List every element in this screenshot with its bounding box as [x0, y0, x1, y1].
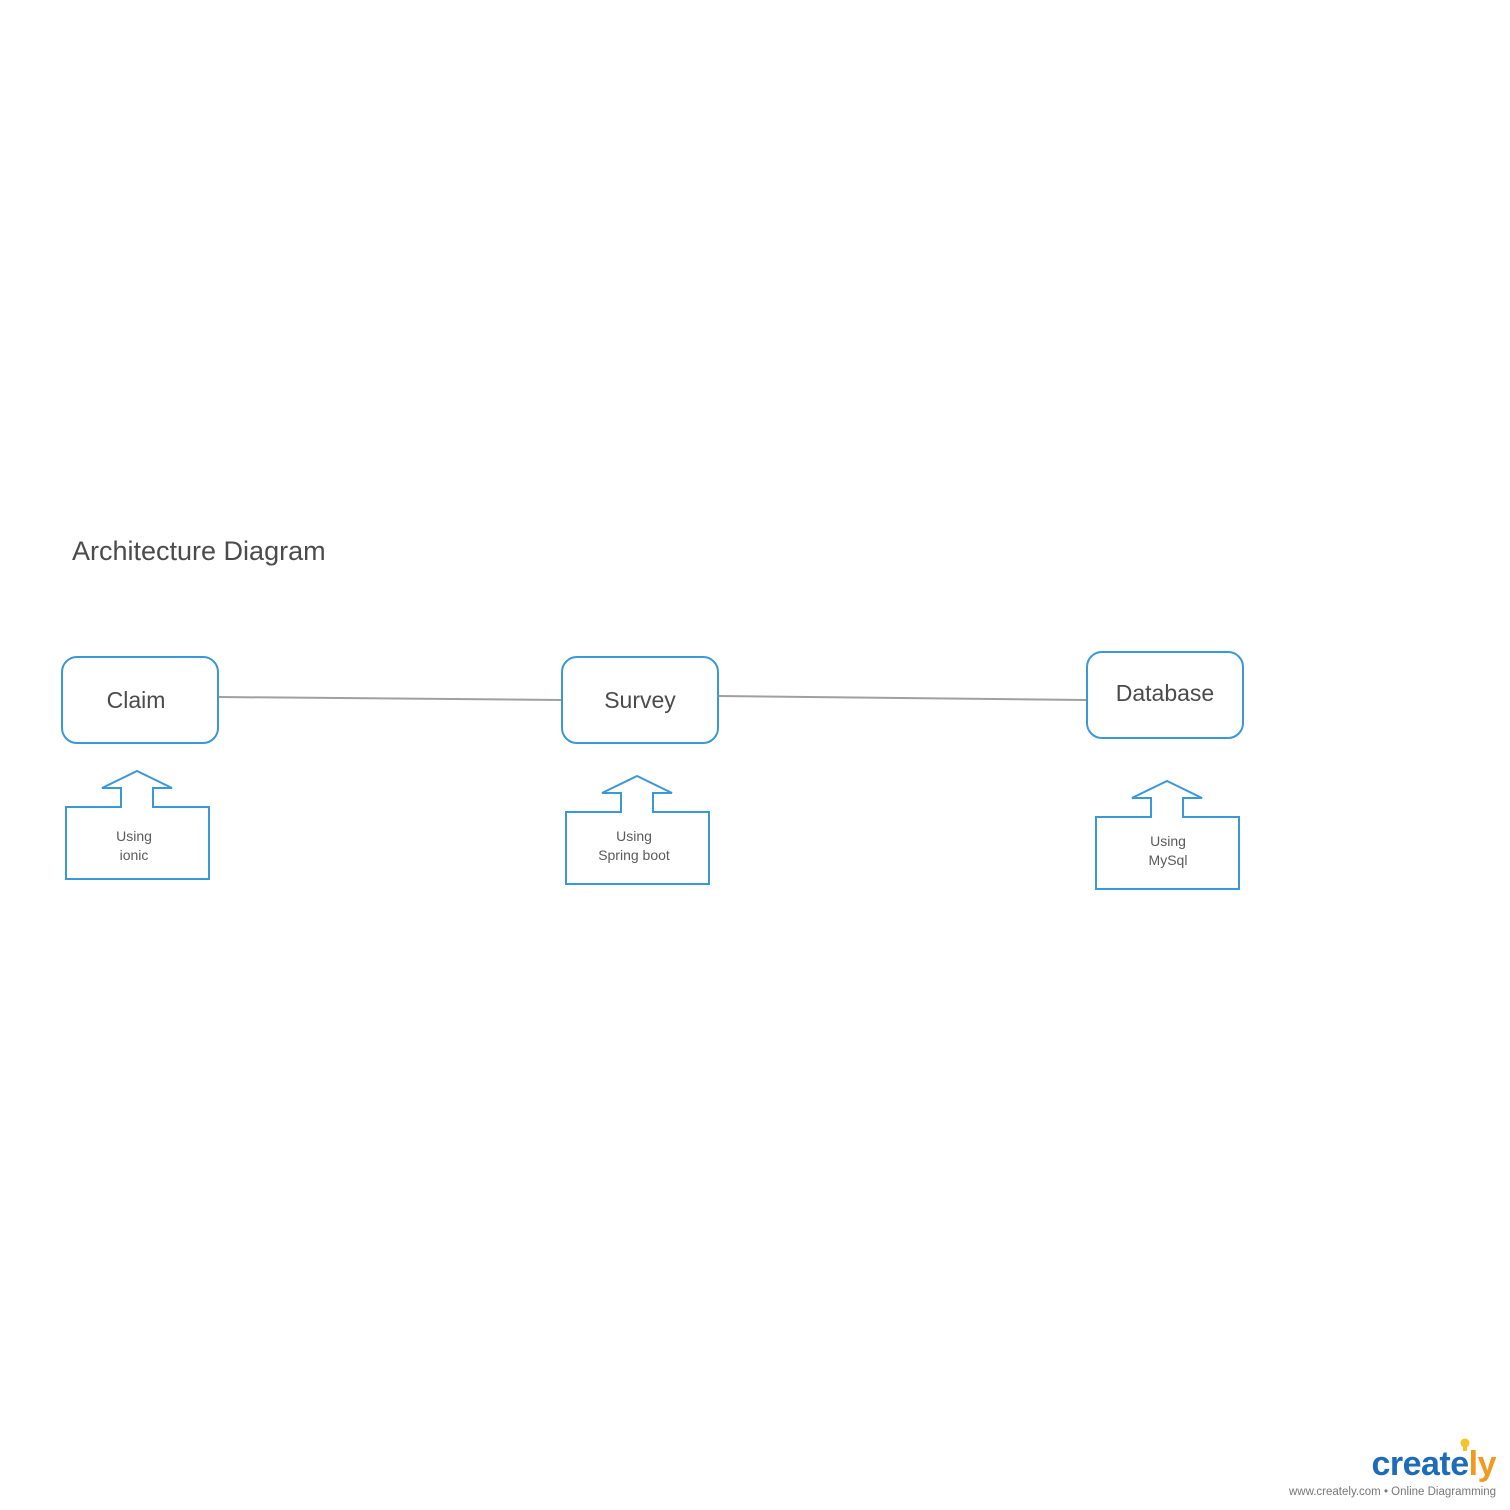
node-claim[interactable]: Claim: [61, 656, 219, 744]
diagram-title: Architecture Diagram: [72, 536, 326, 566]
note-survey-line-1: Using: [616, 828, 652, 844]
note-callout-claim: [65, 769, 210, 880]
logo-tagline: www.creately.com • Online Diagramming: [1288, 1486, 1496, 1498]
note-callout-database: [1095, 779, 1240, 890]
lightbulb-icon: [1460, 1438, 1470, 1451]
logo-accent: ly: [1468, 1445, 1497, 1483]
note-survey-line-2: Spring boot: [598, 847, 670, 863]
connector-survey-database: [718, 695, 1087, 701]
note-database-line-1: Using: [1150, 833, 1186, 849]
logo-main: create: [1371, 1445, 1469, 1483]
note-survey-text: Using Spring boot: [566, 821, 702, 871]
creately-watermark: creately www.creately.com • Online Diagr…: [1288, 1438, 1497, 1498]
note-claim-text: Using ionic: [66, 821, 202, 871]
node-database[interactable]: Database: [1086, 651, 1244, 739]
node-survey-label: Survey: [604, 686, 676, 713]
creately-logo: creately: [1371, 1438, 1497, 1484]
note-claim-line-1: Using: [116, 828, 152, 844]
note-callout-survey: [565, 774, 710, 885]
node-database-label: Database: [1115, 680, 1215, 706]
node-claim-label: Claim: [106, 686, 166, 713]
note-claim-line-2: ionic: [119, 847, 149, 863]
node-survey[interactable]: Survey: [561, 656, 719, 744]
connector-claim-survey: [218, 696, 562, 701]
note-database-line-2: MySql: [1148, 852, 1188, 868]
note-database-text: Using MySql: [1100, 826, 1236, 876]
